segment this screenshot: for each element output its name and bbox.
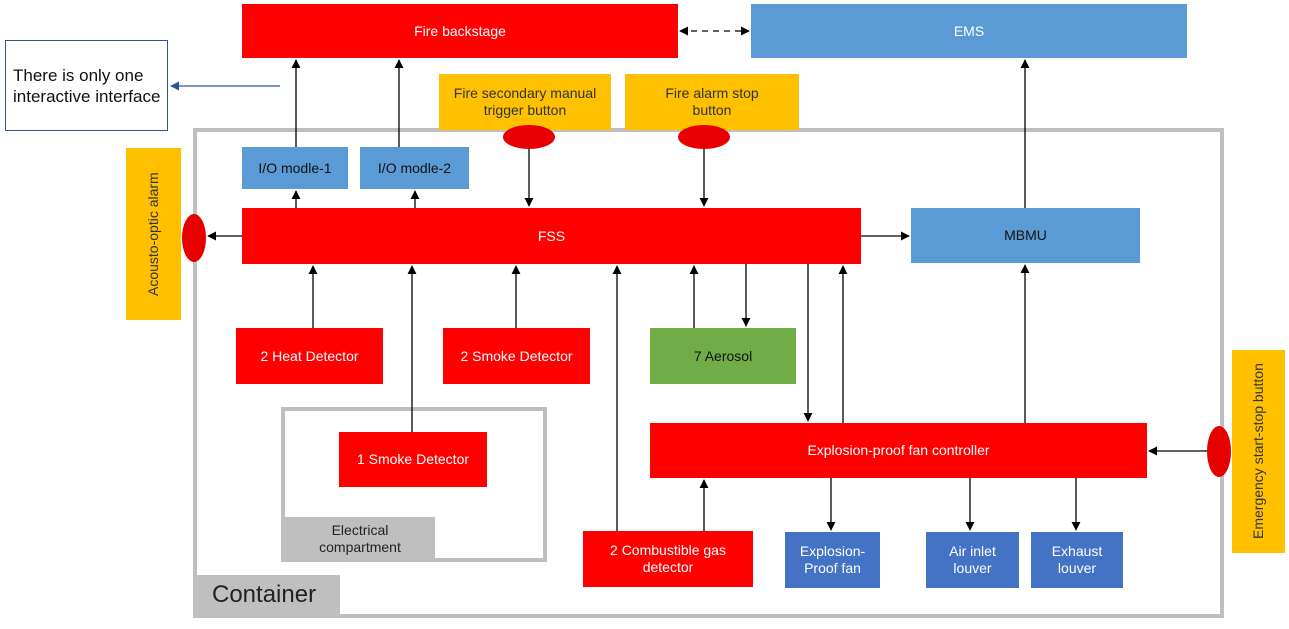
heat-detector-label: 2 Heat Detector: [260, 347, 359, 364]
mbmu-box: MBMU: [911, 208, 1140, 263]
container-label: Container: [212, 580, 317, 608]
aerosol-box: 7 Aerosol: [650, 328, 796, 384]
note-text: There is only one interactive interface: [13, 65, 161, 106]
ems-label: EMS: [953, 22, 985, 39]
fire-alarm-stop-button-box: Fire alarm stop button: [625, 74, 799, 130]
exhaust-louver-box: Exhaust louver: [1031, 532, 1123, 588]
electrical-compartment-tag: Electrical compartment: [285, 517, 435, 561]
mbmu-label: MBMU: [1004, 227, 1047, 243]
fire-backstage-box: Fire backstage: [242, 4, 678, 58]
electrical-compartment-label: Electrical compartment: [319, 522, 401, 555]
fire-secondary-button-box: Fire secondary manual trigger button: [439, 74, 611, 130]
fire-backstage-label: Fire backstage: [414, 22, 506, 39]
fss-label: FSS: [537, 227, 566, 244]
ems-box: EMS: [751, 4, 1187, 58]
fss-box: FSS: [242, 208, 861, 264]
fire-secondary-button-knob: [503, 125, 555, 149]
combustible-gas-detector-label: 2 Combustible gas detector: [610, 542, 726, 575]
explosion-fan-controller-label: Explosion-proof fan controller: [807, 442, 990, 458]
air-inlet-louver-label: Air inlet louver: [949, 543, 996, 576]
explosion-fan-controller-box: Explosion-proof fan controller: [650, 423, 1147, 478]
io-module-2-label: I/O modle-2: [377, 159, 452, 176]
smoke-detector-1-box: 1 Smoke Detector: [339, 432, 487, 487]
smoke-detector-2-box: 2 Smoke Detector: [443, 328, 590, 384]
heat-detector-box: 2 Heat Detector: [236, 328, 383, 384]
explosion-proof-fan-label: Explosion-Proof fan: [799, 543, 866, 576]
fire-alarm-stop-button-label: Fire alarm stop button: [665, 85, 759, 118]
io-module-1-label: I/O modle-1: [258, 159, 332, 176]
aerosol-label: 7 Aerosol: [693, 347, 753, 364]
acousto-optic-alarm-knob: [182, 214, 206, 262]
smoke-detector-2-label: 2 Smoke Detector: [460, 347, 573, 364]
air-inlet-louver-box: Air inlet louver: [926, 532, 1019, 588]
emergency-button-knob: [1207, 426, 1231, 477]
exhaust-louver-label: Exhaust louver: [1051, 543, 1103, 576]
fire-secondary-button-label: Fire secondary manual trigger button: [453, 85, 597, 118]
fire-alarm-stop-button-knob: [678, 125, 730, 149]
note-box: There is only one interactive interface: [5, 40, 168, 131]
combustible-gas-detector-box: 2 Combustible gas detector: [583, 531, 753, 587]
io-module-1-box: I/O modle-1: [242, 147, 348, 189]
smoke-detector-1-label: 1 Smoke Detector: [356, 451, 470, 467]
container-tag: Container: [197, 575, 340, 614]
io-module-2-box: I/O modle-2: [360, 147, 469, 189]
explosion-proof-fan-box: Explosion-Proof fan: [785, 532, 880, 588]
